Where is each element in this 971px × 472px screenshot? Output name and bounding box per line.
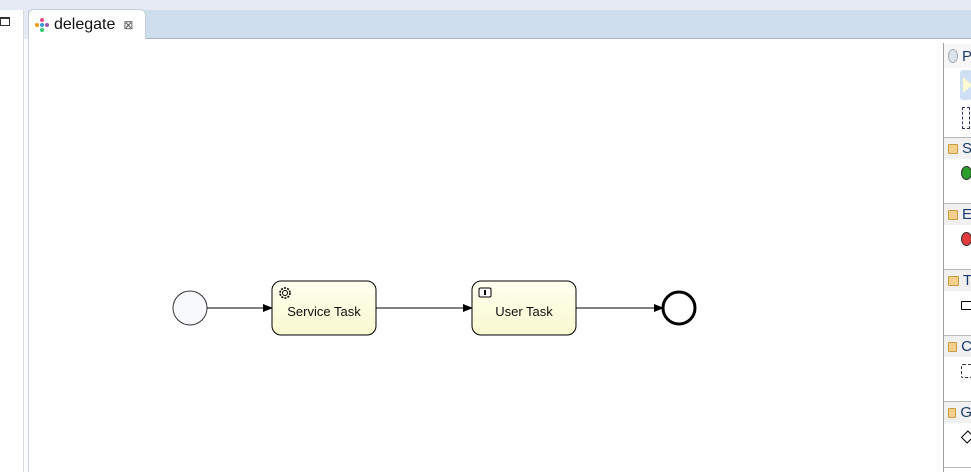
palette-start-event[interactable] [944,161,971,185]
palette-title: P [961,47,971,65]
subprocess-icon [961,364,971,378]
palette-subprocess[interactable] [944,359,971,383]
gear-icon [279,287,291,299]
drawer-containers[interactable]: C [944,335,971,357]
palette-icon [948,49,958,63]
palette-parallel-gateway[interactable] [944,425,971,449]
service-task[interactable]: Service Task [271,280,377,336]
user-icon [478,287,492,298]
folder-icon [948,209,958,220]
start-event[interactable] [172,290,208,326]
folder-icon [948,275,959,286]
editor-tab-bar: delegate ⊠ [24,0,971,40]
task-label: Service Task [287,304,361,319]
folder-icon [948,143,958,154]
drawer-start-events[interactable]: S [944,137,971,159]
drawer-end-events[interactable]: E [944,203,971,225]
drawer-gateways[interactable]: G [944,401,971,423]
marquee-tool[interactable] [962,107,970,129]
palette-end-event[interactable] [944,227,971,251]
close-icon[interactable]: ⊠ [123,18,134,32]
error-end-event-icon [961,232,971,246]
gateway-icon [960,430,971,444]
palette-user-task[interactable] [944,293,971,317]
drawer-tasks[interactable]: T [944,269,971,291]
tab-delegate[interactable]: delegate ⊠ [28,9,146,40]
palette: P S E T C G [943,43,971,472]
restore-icon[interactable] [0,17,10,26]
drawer-label: E [961,206,971,223]
pointer-icon [963,77,971,93]
diagram-canvas[interactable]: Service Task User Task [28,39,944,472]
tab-label: delegate [54,16,116,33]
start-event-icon [961,166,971,180]
left-view [0,0,24,472]
folder-icon [948,341,958,352]
user-task[interactable]: User Task [471,280,577,336]
drawer-label: G [960,404,971,421]
bpmn-diagram-icon [35,18,49,32]
task-label: User Task [495,304,553,319]
end-event[interactable] [661,290,697,326]
drawer-label: C [961,338,971,355]
drawer-label: T [962,272,971,289]
palette-header: P [944,44,971,68]
user-task-icon [961,300,971,310]
drawer-label: S [961,140,971,157]
folder-icon [948,407,957,418]
select-tool[interactable] [960,70,971,100]
